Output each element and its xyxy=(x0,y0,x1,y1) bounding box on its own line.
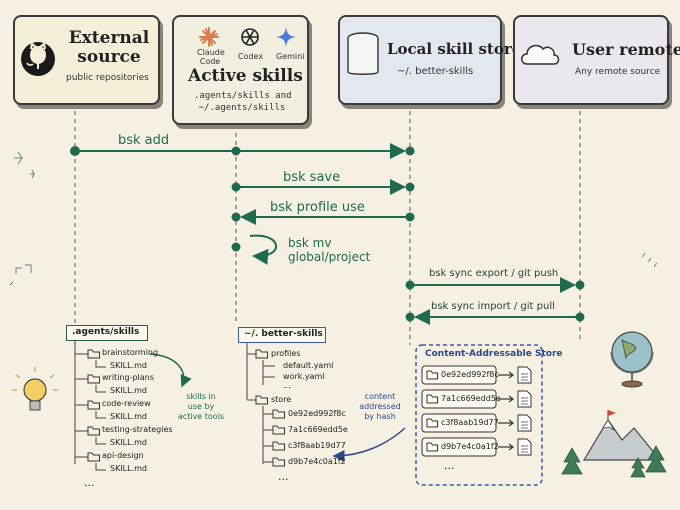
cmd-sync-export: bsk sync export / git push xyxy=(429,268,559,279)
mountain-icon xyxy=(582,410,662,461)
cmd-bsk-mv-line1: bsk mv xyxy=(288,236,332,250)
agents-file-1: SKILL.md xyxy=(110,386,148,395)
agents-tree-note: skills in use by active tools xyxy=(176,392,226,422)
arrow-sync-export xyxy=(405,277,585,293)
cas-hash-3: d9b7e4c0a1f2 xyxy=(441,442,499,451)
agents-tree-ellipsis: ... xyxy=(84,476,95,489)
agents-tree-root: .agents/skills xyxy=(72,327,140,337)
document-icon xyxy=(517,366,532,456)
agents-folder-0: brainstorming xyxy=(102,348,159,357)
agents-file-2: SKILL.md xyxy=(110,412,148,421)
agents-file-4: SKILL.md xyxy=(110,464,148,473)
globe-icon xyxy=(610,331,654,388)
cmd-bsk-add: bsk add xyxy=(118,133,170,148)
external-title-line2: source xyxy=(77,47,141,67)
better-profile-2: ... xyxy=(283,381,291,390)
arrow-sync-import xyxy=(405,309,585,325)
arrow-bsk-mv xyxy=(231,234,277,265)
hash-note-line2: addressed xyxy=(359,402,401,411)
agents-note-line2: use by xyxy=(187,402,215,411)
better-profile-0: default.yaml xyxy=(283,361,334,370)
agents-file-0: SKILL.md xyxy=(110,361,148,370)
agents-note-line3: active tools xyxy=(177,412,225,421)
cas-ellipsis: ... xyxy=(444,459,455,472)
cas-hash-0: 0e92ed992f8c xyxy=(441,370,499,379)
local-store-subtitle: ~/. better-skills xyxy=(397,66,474,77)
agents-file-3: SKILL.md xyxy=(110,438,148,447)
skills-note-arrow xyxy=(149,353,192,388)
cmd-bsk-mv: bsk mv global/project xyxy=(288,236,370,264)
better-tree-root: ~/. better-skills xyxy=(244,329,323,339)
agents-tree-root-box xyxy=(66,325,148,341)
user-remote-box xyxy=(513,15,669,105)
better-hash-2: c3f8aab19d77 xyxy=(288,441,346,450)
hash-note-line3: by hash xyxy=(364,412,396,421)
lifelines xyxy=(74,103,581,345)
cmd-bsk-save: bsk save xyxy=(283,170,341,185)
active-skills-title: Active skills xyxy=(188,66,303,86)
hash-note-arrow xyxy=(332,427,406,462)
better-tree-root-box xyxy=(238,327,326,343)
lightbulb-icon xyxy=(12,367,58,411)
arrow-bsk-profile-use xyxy=(231,209,415,225)
active-path-line1: .agents/skills and xyxy=(194,91,292,101)
user-remote-subtitle: Any remote source xyxy=(575,67,661,77)
cmd-bsk-profile-use: bsk profile use xyxy=(270,200,365,215)
hash-note: content addressed by hash xyxy=(358,392,402,422)
cmd-bsk-mv-line2: global/project xyxy=(288,250,371,264)
cas-hash-1: 7a1c669edd5e xyxy=(441,394,501,403)
hash-note-line1: content xyxy=(364,392,396,401)
agents-folder-icons xyxy=(87,349,100,462)
agents-folder-2: code-review xyxy=(102,399,151,408)
arrow-bsk-save xyxy=(231,179,415,195)
better-store-label: store xyxy=(271,395,292,404)
agents-note-line1: skills in xyxy=(186,392,216,401)
better-hash-3: d9b7e4c0a1f2 xyxy=(288,457,346,466)
better-tree-lines xyxy=(246,342,275,464)
better-profile-1: work.yaml xyxy=(283,372,325,381)
user-remote-title: User remote xyxy=(572,40,680,59)
cas-rows xyxy=(421,365,532,457)
tool-label-gemini: Gemini xyxy=(276,52,305,61)
tree-icon xyxy=(561,445,667,478)
agents-folder-1: writing-plans xyxy=(102,373,154,382)
sparkle-decor xyxy=(9,151,658,286)
cmd-sync-import: bsk sync import / git pull xyxy=(431,301,555,312)
external-subtitle: public repositories xyxy=(66,73,149,83)
arrow-bsk-add xyxy=(70,143,415,159)
better-tree-ellipsis: ... xyxy=(278,470,289,483)
better-folder-icons xyxy=(255,349,285,467)
local-store-title: Local skill store xyxy=(387,40,522,58)
agents-folder-3: testing-strategies xyxy=(102,425,173,434)
better-hash-1: 7a1c669edd5e xyxy=(288,425,348,434)
tool-label-claude: Claude Code xyxy=(197,48,225,66)
active-path-line2: ~/.agents/skills xyxy=(198,103,286,113)
cas-border xyxy=(415,344,543,486)
cas-title: Content-Addressable Store xyxy=(425,349,563,359)
agents-tree-lines xyxy=(74,340,106,471)
cas-hash-2: c3f8aab19d77 xyxy=(441,418,499,427)
better-hash-0: 0e92ed992f8c xyxy=(288,409,346,418)
tool-label-codex: Codex xyxy=(238,52,264,61)
local-store-box xyxy=(338,15,502,105)
better-profiles-label: profiles xyxy=(271,349,301,358)
external-title: External source xyxy=(68,29,150,67)
agents-folder-4: api-design xyxy=(102,451,144,460)
external-title-line1: External xyxy=(68,28,150,48)
